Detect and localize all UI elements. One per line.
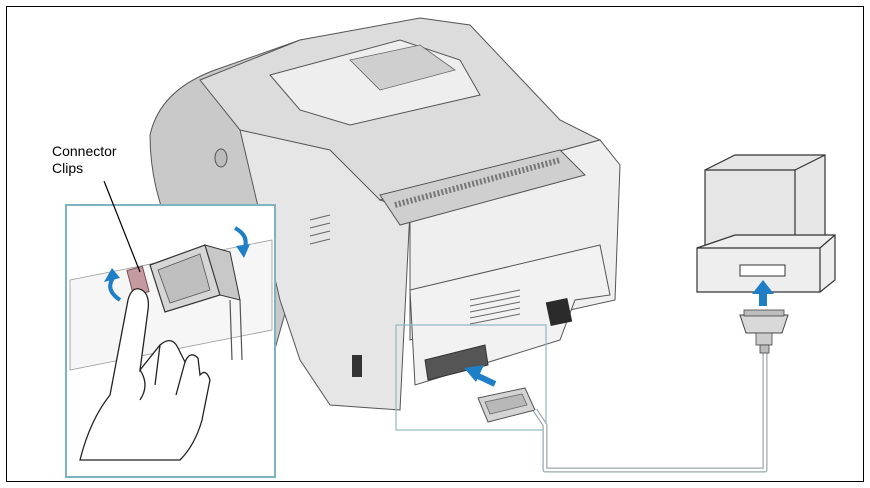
insert-arrow-icon [464,365,497,387]
connector-clips-label: Connector Clips [52,143,117,177]
callout-line-2: Clips [52,160,84,176]
printer-connector-plug-icon [477,387,536,423]
insert-arrow-icon [752,280,774,306]
computer-connector-plug-icon [739,309,789,354]
rotation-arrow-icon [236,244,250,258]
parallel-cable [532,350,768,473]
hand-illustration [79,288,211,461]
callout-leader-line [103,180,141,273]
rotation-arrow-icon [104,268,120,282]
computer-icon [696,154,836,293]
diagram-frame [6,6,864,482]
printer-illustration [149,17,621,421]
port-highlight-box [395,324,547,431]
callout-line-1: Connector [52,143,117,159]
